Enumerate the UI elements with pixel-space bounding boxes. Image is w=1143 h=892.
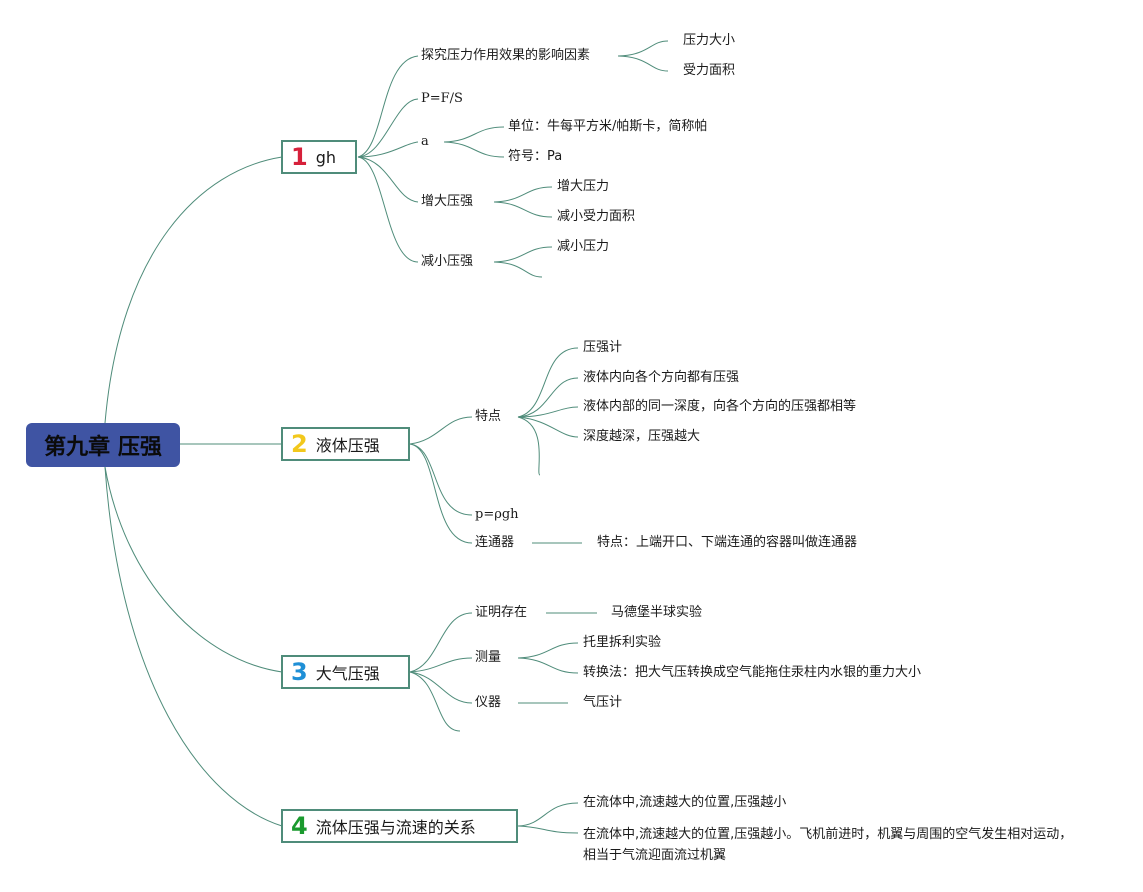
topic-formula[interactable]: P=F/S (421, 91, 463, 106)
branch-label: gh (315, 147, 336, 167)
topic-airplane-wing[interactable]: 在流体中,流速越大的位置,压强越小。飞机前进时，机翼与周围的空气发生相对运动，相… (583, 827, 1073, 863)
topic-symbol[interactable]: 符号：Pa (508, 149, 563, 164)
branch-label: 液体压强 (315, 436, 380, 455)
topic-pressure-magnitude[interactable]: 压力大小 (683, 33, 736, 48)
topic-same-depth[interactable]: 液体内部的同一深度，向各个方向的压强都相等 (583, 399, 857, 414)
branch-pressure[interactable]: 1 gh (281, 140, 357, 174)
topic-fluid-rule[interactable]: 在流体中,流速越大的位置,压强越小 (583, 795, 787, 810)
root-topic[interactable]: 第九章 压强 (26, 423, 180, 467)
topic-liquid-formula[interactable]: p=ρgh (475, 507, 519, 522)
branch-number-3: 3 (291, 658, 308, 686)
topic-deeper[interactable]: 深度越深，压强越大 (583, 429, 701, 444)
topic-torricelli[interactable]: 托里拆利实验 (583, 635, 662, 650)
topic-barometer[interactable]: 气压计 (583, 695, 623, 710)
topic-reduce-area[interactable]: 减小受力面积 (557, 209, 636, 224)
branch-label: 大气压强 (315, 664, 380, 683)
topic-characteristics[interactable]: 特点 (475, 409, 502, 424)
topic-connected-vessel-desc[interactable]: 特点：上端开口、下端连通的容器叫做连通器 (597, 535, 858, 550)
branch-number-4: 4 (291, 812, 308, 840)
branch-number-2: 2 (291, 430, 308, 458)
branch-fluid-pressure[interactable]: 4 流体压强与流速的关系 (281, 809, 518, 843)
topic-increase-pressure[interactable]: 增大压强 (421, 194, 474, 209)
topic-prove-existence[interactable]: 证明存在 (475, 605, 528, 620)
topic-reduce-pressure[interactable]: 减小压强 (421, 254, 474, 269)
branch-number-1: 1 (291, 143, 308, 171)
branch-label: 流体压强与流速的关系 (315, 818, 476, 837)
topic-unit[interactable]: 单位：牛每平方米/帕斯卡，简称帕 (508, 119, 708, 134)
topic-reduce-force[interactable]: 减小压力 (557, 239, 610, 254)
topic-measurement[interactable]: 测量 (475, 650, 502, 665)
topic-explore-factors[interactable]: 探究压力作用效果的影响因素 (421, 48, 591, 63)
topic-pressure-gauge[interactable]: 压强计 (583, 340, 623, 355)
topic-all-directions[interactable]: 液体内向各个方向都有压强 (583, 370, 740, 385)
topic-a[interactable]: a (421, 134, 429, 149)
topic-instrument[interactable]: 仪器 (475, 695, 502, 710)
root-title: 第九章 压强 (44, 435, 162, 460)
topic-force-area[interactable]: 受力面积 (683, 63, 736, 78)
topic-increase-force[interactable]: 增大压力 (557, 179, 610, 194)
branch-atmospheric-pressure[interactable]: 3 大气压强 (281, 655, 410, 689)
topic-conversion[interactable]: 转换法：把大气压转换成空气能拖住汞柱内水银的重力大小 (583, 665, 922, 680)
topic-connected-vessel[interactable]: 连通器 (475, 535, 515, 550)
topic-magdeburg[interactable]: 马德堡半球实验 (611, 605, 703, 620)
branch-liquid-pressure[interactable]: 2 液体压强 (281, 427, 410, 461)
